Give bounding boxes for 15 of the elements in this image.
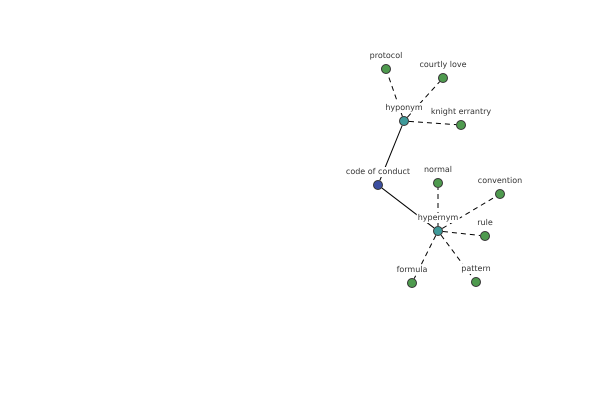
node-label: hypernym [416,213,460,223]
node-label: knight errantry [430,107,492,117]
node-label: normal [422,165,454,175]
dashed-line [406,81,440,118]
node-label: convention [476,176,524,186]
node-label: pattern [460,264,492,274]
dashed-line [414,234,436,280]
node-label: protocol [368,51,404,61]
node-label: courtly love [418,60,468,70]
node-label: rule [476,218,494,228]
node-label: code of conduct [344,167,412,177]
dashed-line [408,120,456,126]
node-label: formula [396,265,428,275]
node-label: hyponym [384,103,424,113]
dashed-line [442,231,481,236]
